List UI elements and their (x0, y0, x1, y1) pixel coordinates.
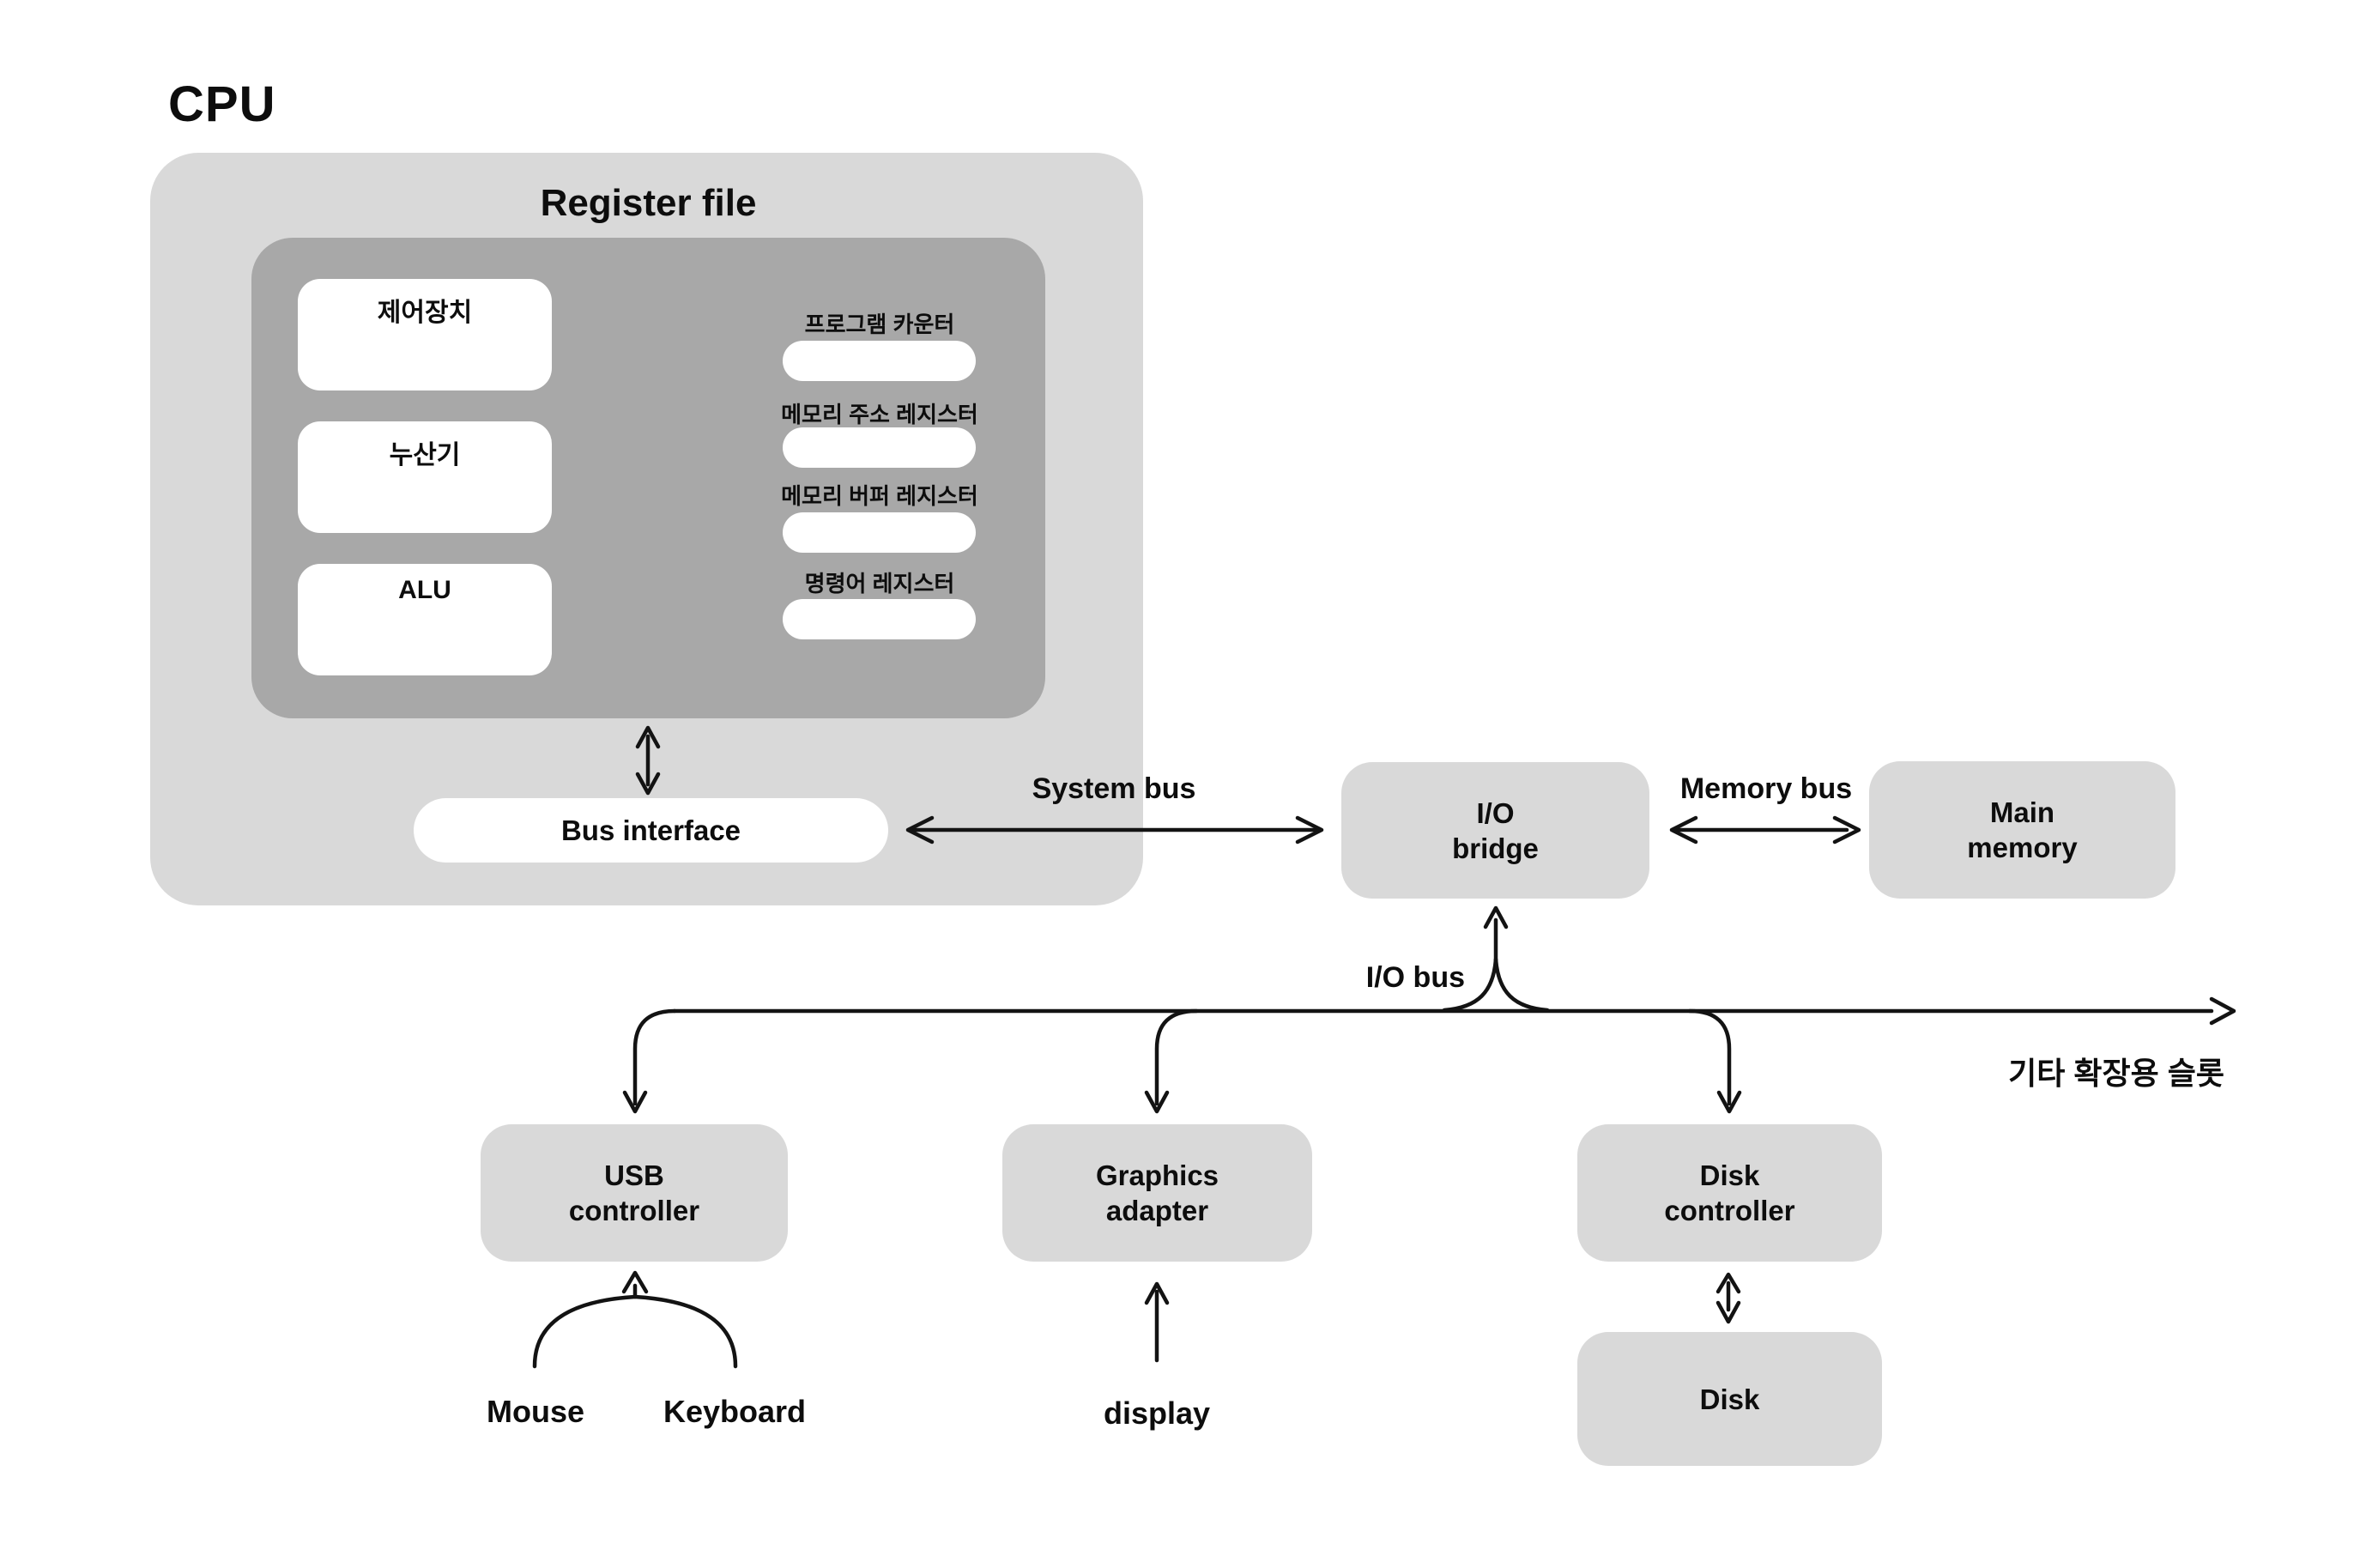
disk-controller-box: Disk controller (1577, 1124, 1882, 1262)
mouse-label: Mouse (486, 1394, 584, 1429)
system-bus-label: System bus (1032, 772, 1196, 805)
control-unit-label: 제어장치 (377, 299, 473, 327)
io-bus-line (672, 996, 2236, 1026)
graphics-adapter-box: Graphics adapter (1002, 1124, 1312, 1262)
io-bridge-box: I/O bridge (1341, 762, 1649, 899)
control-unit-box: 제어장치 (298, 279, 552, 390)
bus-interface-box: Bus interface (414, 798, 888, 863)
memory-bus-label: Memory bus (1679, 772, 1853, 805)
graphics-adapter-label-line2: adapter (1105, 1195, 1209, 1226)
main-memory-label-line2: memory (1967, 832, 2078, 863)
io-bridge-label-line2: bridge (1452, 832, 1539, 864)
graphics-adapter-label-line1: Graphics (1095, 1159, 1219, 1191)
display-label: display (1103, 1395, 1211, 1431)
main-memory-label-line1: Main (1989, 796, 2055, 828)
instruction-register-box (783, 599, 976, 639)
instruction-register-label: 명령어 레지스터 (804, 571, 955, 596)
usb-controller-label-line1: USB (604, 1159, 664, 1191)
memory-address-register-label: 메모리 주소 레지스터 (781, 402, 978, 427)
memory-buffer-register-box (783, 512, 976, 553)
usb-branch-arrow (622, 1008, 677, 1114)
system-bus-arrow (905, 815, 1324, 845)
register-file-title: Register file (540, 182, 757, 224)
main-memory-box: Main memory (1869, 761, 2175, 899)
accumulator-label: 누산기 (389, 441, 461, 469)
disk-label: Disk (1699, 1383, 1760, 1415)
usb-fork-arrow (532, 1270, 738, 1369)
usb-controller-box: USB controller (481, 1124, 788, 1262)
memory-buffer-register-label: 메모리 버퍼 레지스터 (781, 483, 978, 509)
register-to-bus-arrow (635, 725, 661, 796)
io-bridge-label-line1: I/O (1476, 796, 1515, 829)
alu-box: ALU (298, 564, 552, 675)
program-counter-box (783, 341, 976, 381)
usb-controller-label-line2: controller (568, 1195, 700, 1226)
program-counter-label: 프로그램 카운터 (804, 312, 955, 337)
alu-label: ALU (398, 576, 451, 604)
disk-controller-label-line1: Disk (1699, 1159, 1760, 1191)
display-arrow (1144, 1281, 1170, 1363)
expansion-slots-label: 기타 확장용 슬롯 (2008, 1056, 2224, 1091)
keyboard-label: Keyboard (663, 1394, 807, 1429)
disk-box: Disk (1577, 1332, 1882, 1466)
cpu-title: CPU (168, 76, 276, 132)
bus-interface-label: Bus interface (560, 814, 741, 846)
memory-address-register-box (783, 427, 976, 468)
disk-branch-arrow (1687, 1008, 1742, 1114)
memory-bus-arrow (1669, 815, 1861, 845)
graphics-branch-arrow (1144, 1008, 1199, 1114)
io-bus-label: I/O bus (1365, 961, 1465, 994)
disk-link-arrow (1716, 1272, 1741, 1324)
accumulator-box: 누산기 (298, 421, 552, 533)
io-bridge-arrow (1442, 905, 1550, 1013)
disk-controller-label-line2: controller (1664, 1195, 1795, 1226)
